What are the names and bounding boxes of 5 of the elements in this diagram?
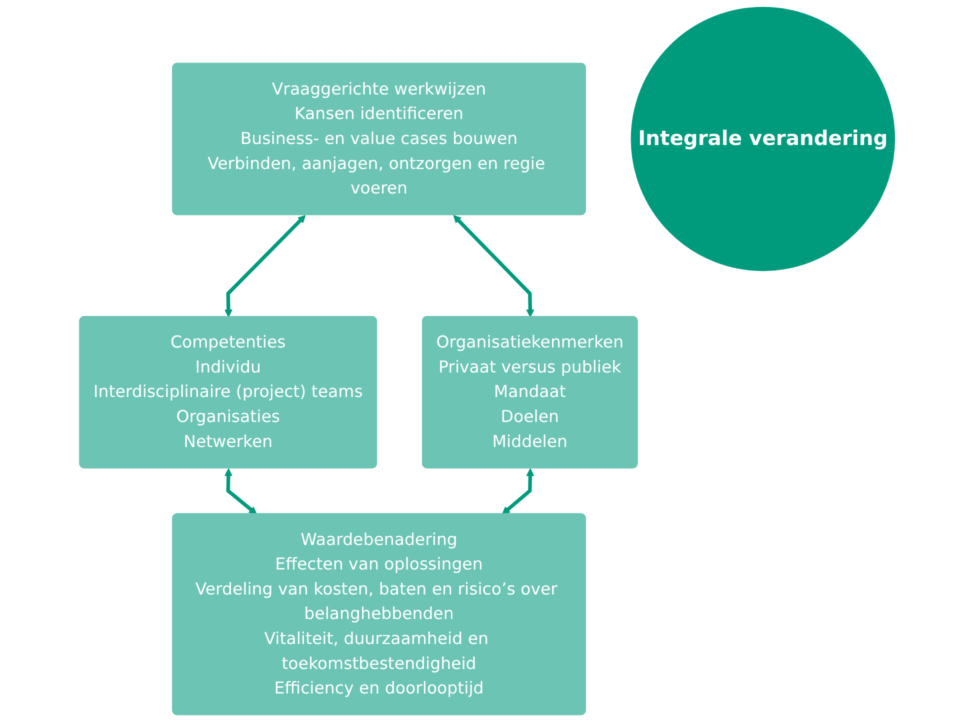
arrow <box>224 215 306 318</box>
arrow <box>224 468 258 515</box>
node-circle: Integrale verandering <box>631 6 896 272</box>
arrow <box>502 468 535 515</box>
arrow <box>454 215 535 318</box>
